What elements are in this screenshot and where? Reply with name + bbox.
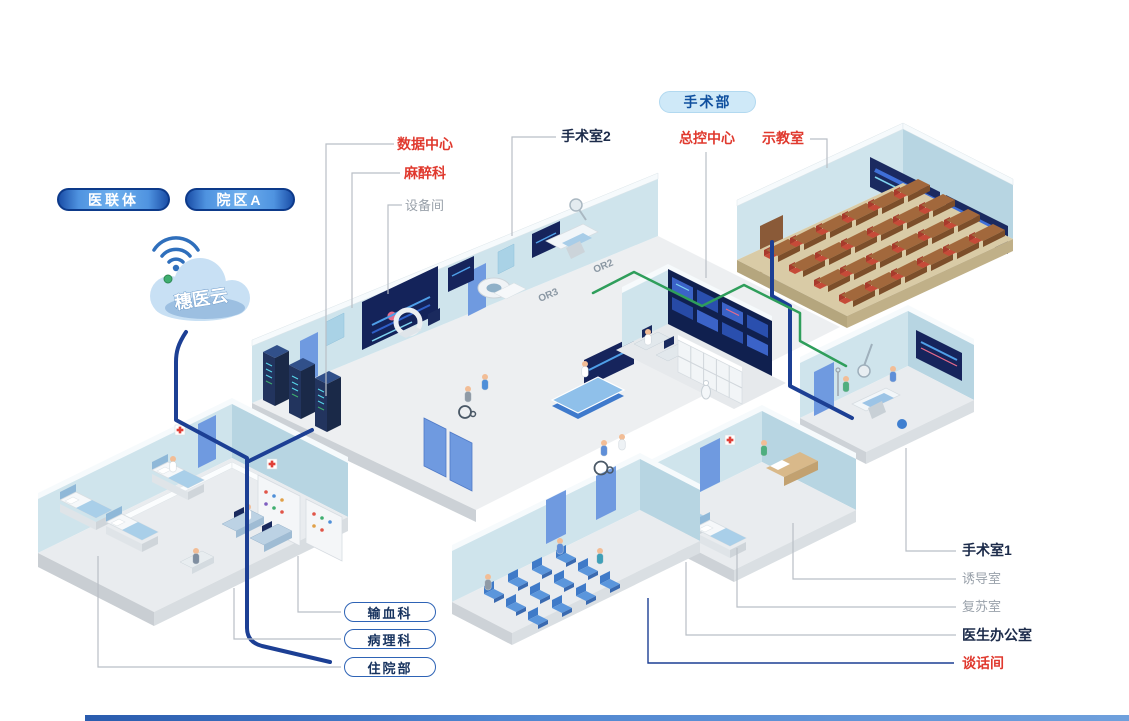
ward-left-wall — [38, 403, 232, 553]
locker-cabinets — [677, 335, 743, 405]
red-cross-sign — [174, 424, 186, 436]
navy-cable-main — [174, 330, 332, 664]
waiting-right-wall — [640, 458, 700, 541]
recovery-block — [640, 405, 856, 582]
label-equipment: 设备间 — [405, 198, 445, 213]
service-robot — [701, 380, 711, 400]
label-recovery: 复苏室 — [962, 599, 1002, 614]
or1-block — [800, 305, 974, 464]
doctor-green — [760, 439, 768, 457]
campus-a-button[interactable]: 院区A — [185, 188, 295, 211]
attendant — [618, 433, 626, 451]
stool — [897, 419, 907, 429]
ward-right-wall — [232, 403, 348, 517]
green-cable — [591, 270, 848, 368]
or1-floor — [800, 366, 974, 452]
wheelchair-patient-1 — [593, 439, 614, 476]
label-master-control: 总控中心 — [679, 130, 735, 146]
network-cables — [174, 240, 854, 664]
control-operator — [644, 328, 652, 346]
label-induction: 诱导室 — [962, 571, 1002, 586]
medical-alliance-button[interactable]: 医联体 — [57, 188, 170, 211]
reception-desk — [550, 376, 626, 419]
navy-cable-branch — [245, 428, 314, 464]
label-anesthesia: 麻醉科 — [404, 165, 446, 181]
exam-table — [766, 452, 818, 486]
cloud-logo: 穗医云 — [150, 236, 250, 321]
talk-room-leader — [647, 598, 954, 664]
red-cross-sign — [724, 434, 736, 446]
control-left-wall — [622, 269, 668, 347]
waiting-door-1 — [546, 490, 566, 544]
surgery-dept-tag[interactable]: 手术部 — [659, 91, 756, 113]
waiting-patient-1 — [484, 573, 492, 591]
label-doctor-office: 医生办公室 — [962, 627, 1032, 643]
inpatient-pill[interactable]: 住院部 — [344, 657, 436, 677]
bottom-accent-strip — [85, 715, 1129, 721]
label-data-center: 数据中心 — [397, 136, 453, 152]
strip-window-2 — [497, 243, 515, 275]
or2-screen — [532, 221, 560, 258]
surgical-lamp — [857, 364, 871, 378]
or1-screens — [916, 330, 962, 381]
label-or1: 手术室1 — [962, 542, 1012, 558]
or1-operating-table — [835, 343, 907, 429]
surgeon-2 — [889, 365, 897, 383]
visitor — [481, 373, 489, 391]
inpatient-block — [38, 398, 348, 626]
waiting-block — [452, 453, 700, 645]
video-wall — [668, 264, 772, 376]
wheelchair-patient-2 — [458, 385, 477, 419]
ward-door — [198, 415, 216, 468]
label-or2: 手术室2 — [561, 128, 611, 144]
c-arm-machine — [393, 307, 440, 338]
surgical-lamp — [569, 198, 583, 212]
seated-patient — [192, 547, 200, 565]
red-cross-sign — [266, 458, 278, 470]
pathology-pill[interactable]: 病理科 — [344, 629, 436, 649]
label-talk-room: 谈话间 — [962, 655, 1004, 671]
receptionist — [581, 360, 589, 378]
equipment-screen — [448, 256, 474, 292]
lab-desks — [221, 507, 293, 552]
classroom-floor — [737, 183, 1013, 316]
ct-scanner — [477, 277, 527, 300]
ward-nurse — [169, 455, 177, 473]
main-entrance-doors[interactable] — [423, 417, 473, 492]
recovery-door — [700, 438, 720, 492]
waiting-door-2 — [596, 466, 616, 520]
people — [169, 328, 897, 591]
transfusion-pill[interactable]: 输血科 — [344, 602, 436, 622]
waiting-patient-2 — [556, 537, 564, 555]
wifi-icon — [152, 236, 200, 272]
surgeon-1 — [842, 375, 850, 393]
or2-operating-table — [545, 198, 599, 259]
label-classroom: 示教室 — [762, 130, 804, 146]
control-center-block — [616, 264, 786, 409]
classroom-right-wall — [903, 128, 1013, 239]
waiting-nurse — [596, 547, 604, 565]
navy-cable-right — [770, 240, 854, 420]
classroom-block — [736, 122, 1014, 328]
leader-lines — [97, 136, 956, 668]
